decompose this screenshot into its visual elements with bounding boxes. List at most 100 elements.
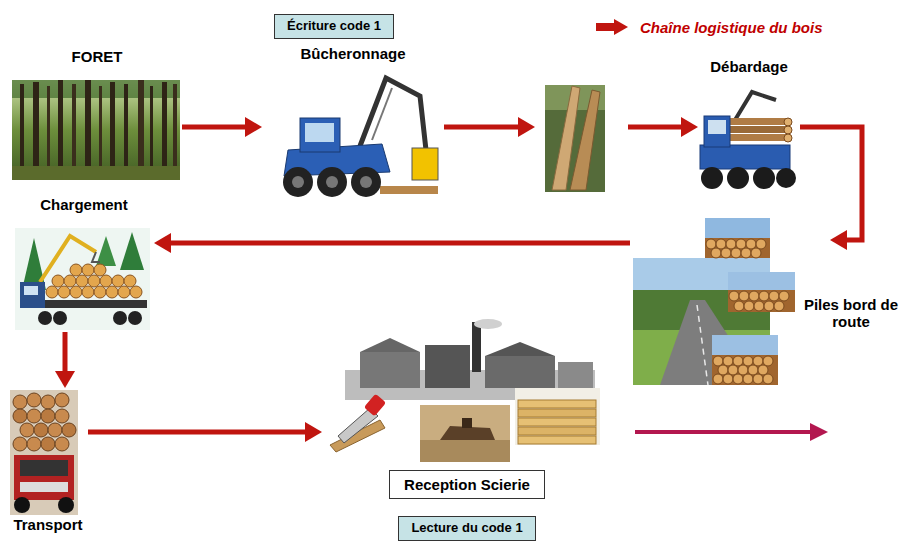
truck-photo-part <box>27 393 41 407</box>
log-pile-photo-part <box>712 355 778 385</box>
legend-row: Chaîne logistique du bois <box>594 18 823 36</box>
log-pile-photo-part <box>748 365 758 375</box>
log-pile-photo-part <box>749 291 759 301</box>
loading-clipart-part <box>118 286 130 298</box>
forwarder-machine-part <box>726 118 790 125</box>
log-pile-photo-part <box>759 291 769 301</box>
logs-photo-part <box>545 85 605 192</box>
truck-photo-part <box>13 437 27 451</box>
output-arrow-part <box>810 423 828 441</box>
log-pile-photo-part <box>728 272 795 312</box>
loading-clipart-part <box>92 252 100 262</box>
arrow-head <box>681 117 698 137</box>
legend: Chaîne logistique du bois <box>594 18 823 36</box>
station-label: Bûcheronnage <box>262 45 444 62</box>
log-pile-photo-part <box>721 248 731 258</box>
arrow-head <box>830 230 847 250</box>
station-forest: FORET <box>12 48 182 182</box>
arrow-line <box>169 241 630 246</box>
log-pile-photo-part <box>739 291 749 301</box>
forwarder-machine-part <box>704 116 730 147</box>
sawmill-photo-part <box>485 356 555 388</box>
arrow-head <box>245 117 262 137</box>
truck-photo-part <box>62 423 76 437</box>
station-label: Transport <box>8 516 88 533</box>
arrow-line <box>800 127 862 240</box>
log-pile-photo-part <box>764 301 774 311</box>
forwarder-machine-part <box>753 167 775 189</box>
log-pile-photo-part <box>743 374 753 384</box>
loading-clipart-part <box>53 311 67 325</box>
log-pile-photo-part <box>751 248 761 258</box>
arrow-head <box>55 371 75 388</box>
loading-clipart-part <box>70 264 82 276</box>
truck-photo-part <box>55 393 69 407</box>
truck-photo-part <box>41 395 55 409</box>
log-pile-photo-part <box>713 356 723 366</box>
loading-clipart-part <box>82 264 94 276</box>
forest-photo-part <box>58 80 63 172</box>
logs-photo <box>545 85 605 192</box>
loading-clipart-part <box>88 275 100 287</box>
log-pile-photo-part <box>733 374 743 384</box>
truck-photo-part <box>34 423 48 437</box>
forwarder-machine-part <box>726 126 790 133</box>
log-pile-photo-part <box>731 248 741 258</box>
log-pile-photo-part <box>779 291 789 301</box>
log-pile-photo-part <box>754 301 764 311</box>
loading-clipart-part <box>94 286 106 298</box>
forest-photo-part <box>99 86 102 170</box>
forest-photo <box>12 80 180 180</box>
sawmill-photo-part <box>485 342 555 356</box>
arrow-line <box>88 430 307 435</box>
loading-clipart-part <box>15 228 150 330</box>
forest-photo-part <box>12 80 180 180</box>
truck-photo-part <box>55 437 69 451</box>
lumber-photo-part <box>518 436 596 444</box>
code-label: Lecture du code 1 <box>411 521 522 536</box>
harvester-machine-part <box>305 123 334 142</box>
loading-clipart-part <box>64 275 76 287</box>
log-pile-photo-part <box>716 239 726 249</box>
log-pile-photo-part <box>711 248 721 258</box>
loading-clipart-part <box>100 275 112 287</box>
station-loading: Chargement <box>14 196 154 332</box>
loading-clipart-part <box>128 311 142 325</box>
log-pile-photo-part <box>712 335 778 385</box>
truck-photo-part <box>41 437 55 451</box>
flow-arrow <box>444 117 698 137</box>
forwarder-machine-part <box>700 145 790 169</box>
harvester-machine-part <box>412 148 438 180</box>
harvester-machine <box>283 78 438 197</box>
log-pile-photo-part <box>729 291 739 301</box>
loading-clipart-part <box>35 300 147 308</box>
lumber-photo-part <box>518 418 596 426</box>
loading-clipart-part <box>112 275 124 287</box>
station-label: Piles bord de route <box>802 296 900 331</box>
truck-photo-part <box>27 437 41 451</box>
loading-clipart-part <box>20 282 45 308</box>
sawmill-photo-part <box>360 338 420 352</box>
log-pile-photo-part <box>774 301 784 311</box>
forest-photo-part <box>85 80 91 172</box>
saw-icon-part <box>364 394 386 417</box>
loading-clipart-part <box>124 275 136 287</box>
log-pile-photo-part <box>705 238 770 258</box>
arrow-head <box>154 233 171 253</box>
log-pile-photo-part <box>723 356 733 366</box>
log-pile-photo-part <box>728 290 795 312</box>
lumber-photo-part <box>518 409 596 417</box>
truck-photo-part <box>13 395 27 409</box>
log-pile-photo-part <box>753 356 763 366</box>
loading-clipart-part <box>106 286 118 298</box>
log-pile-photo-part <box>718 365 728 375</box>
code-label: Écriture code 1 <box>287 19 381 34</box>
log-pile-photo <box>728 272 795 312</box>
log-pile-photo-part <box>744 301 754 311</box>
arrow-line <box>628 125 683 130</box>
forest-photo-part <box>124 84 128 170</box>
harvester-machine-part <box>351 167 381 197</box>
forwarder-machine-part <box>727 167 749 189</box>
sawmill-photo-part <box>472 322 481 372</box>
